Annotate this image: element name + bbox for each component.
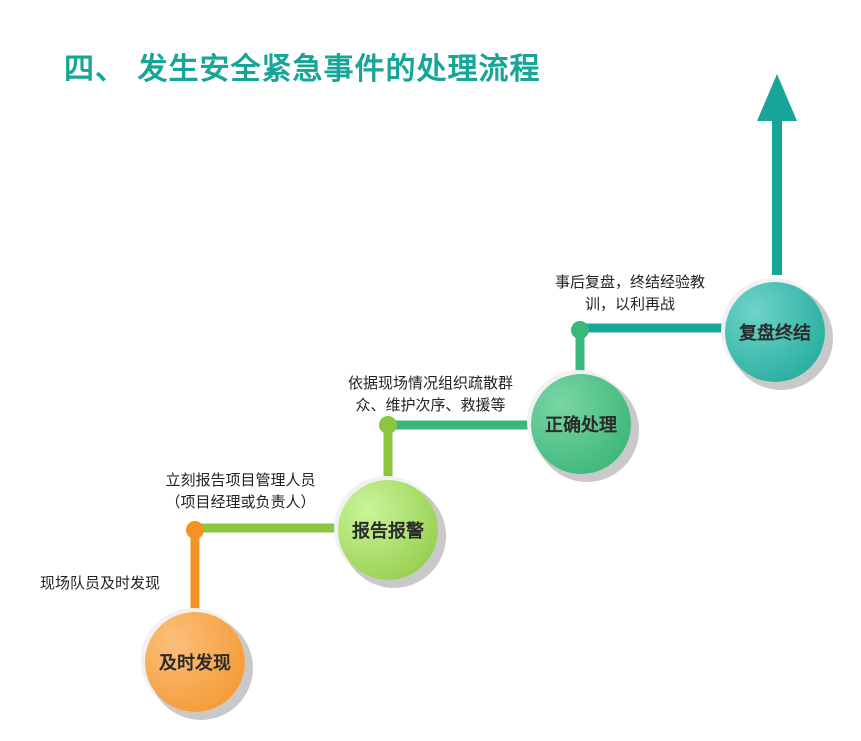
desc-line: 众、维护次序、救援等: [355, 396, 506, 414]
desc-line: 训，以利再战: [584, 295, 675, 313]
step-node-handle: 正确处理: [531, 374, 631, 474]
connector-dot-3: [571, 321, 589, 339]
step-title: 正确处理: [545, 415, 617, 436]
step-node-review: 复盘终结: [725, 282, 825, 382]
desc-line: 现场队员及时发现: [40, 574, 161, 592]
desc-line: 事后复盘，终结经验教: [554, 273, 705, 291]
desc-line: （项目经理或负责人）: [165, 493, 316, 511]
step-description-handle: 依据现场情况组织疏散群 众、维护次序、救援等: [328, 372, 533, 416]
step-description-review: 事后复盘，终结经验教 训，以利再战: [535, 271, 725, 315]
step-node-report: 报告报警: [338, 480, 438, 580]
arrow-head-icon: [757, 74, 797, 121]
step-description-report: 立刻报告项目管理人员 （项目经理或负责人）: [148, 469, 333, 513]
step-node-discover: 及时发现: [145, 612, 245, 712]
step-title: 及时发现: [159, 653, 231, 674]
step-description-discover: 现场队员及时发现: [40, 572, 160, 594]
connector-dot-2: [379, 416, 397, 434]
connector-dot-1: [186, 521, 204, 539]
desc-line: 立刻报告项目管理人员: [165, 471, 316, 489]
desc-line: 依据现场情况组织疏散群: [347, 374, 513, 392]
step-title: 复盘终结: [739, 323, 811, 344]
page-title: 四、 发生安全紧急事件的处理流程: [64, 52, 541, 87]
step-title: 报告报警: [352, 521, 424, 542]
